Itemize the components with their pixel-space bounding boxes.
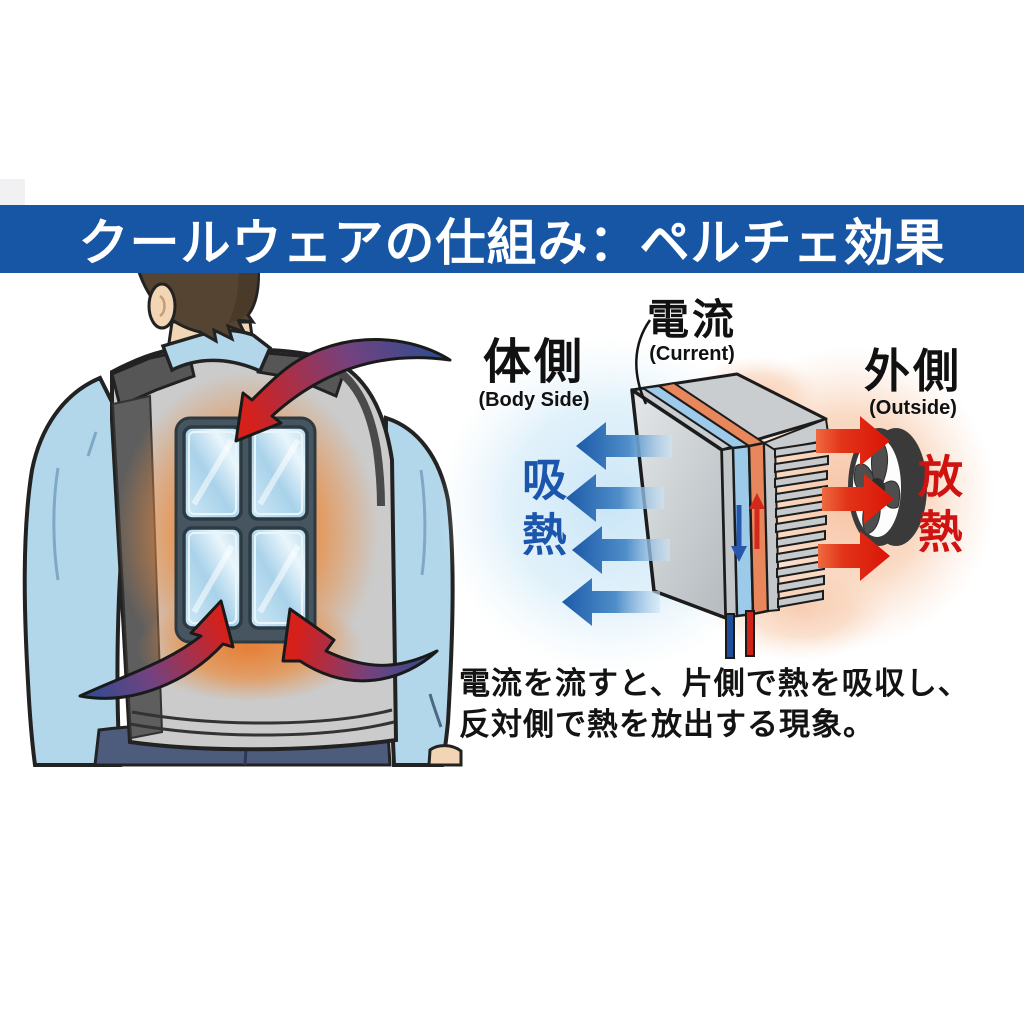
right-hand bbox=[427, 744, 463, 767]
current-arrow-up bbox=[749, 493, 765, 549]
title-banner: クールウェアの仕組み：ペルチェ効果 bbox=[0, 205, 1024, 273]
heat-flow-arrow-top bbox=[234, 338, 452, 443]
current-pointer-line bbox=[635, 319, 652, 405]
label-body-side-en: (Body Side) bbox=[478, 388, 590, 411]
label-outside: 外側 (Outside) bbox=[823, 345, 1003, 420]
heat-release-arrows-icon bbox=[816, 416, 894, 581]
label-current-jp: 電流 bbox=[646, 296, 737, 343]
heat-absorb-arrow bbox=[572, 526, 670, 574]
hair-shadow bbox=[214, 262, 259, 324]
heat-absorb-arrow bbox=[576, 422, 672, 470]
label-current: 電流 (Current) bbox=[602, 298, 782, 366]
wire-red bbox=[745, 610, 755, 657]
person-back-cooling-vest-icon bbox=[22, 260, 463, 767]
page-title: クールウェアの仕組み：ペルチェ効果 bbox=[78, 215, 946, 271]
label-current-en: (Current) bbox=[649, 342, 735, 365]
video-edge-artifact bbox=[0, 179, 25, 205]
label-body-side-jp: 体側 bbox=[482, 336, 585, 389]
label-heat-absorb: 吸熱 bbox=[515, 456, 566, 566]
heat-release-arrow bbox=[822, 474, 894, 524]
label-heat-release: 放熱 bbox=[911, 453, 962, 563]
peltier-cells bbox=[182, 425, 309, 630]
wire-blue bbox=[725, 613, 735, 659]
heatsink-fins-icon bbox=[774, 439, 829, 609]
ear bbox=[147, 282, 177, 330]
heat-absorb-arrow bbox=[562, 578, 660, 626]
heat-flow-arrow-bottom-right bbox=[281, 607, 439, 683]
label-body-side: 体側 (Body Side) bbox=[444, 338, 624, 412]
caption: 電流を流すと、片側で熱を吸収し、 反対側で熱を放出する現象。 bbox=[459, 663, 970, 745]
heat-release-arrow bbox=[816, 416, 890, 466]
heat-release-arrow bbox=[818, 531, 890, 581]
label-outside-en: (Outside) bbox=[869, 396, 957, 419]
label-outside-jp: 外側 bbox=[864, 345, 962, 397]
heat-flow-arrow-bottom-left bbox=[78, 599, 235, 700]
heat-absorb-arrow bbox=[566, 474, 664, 522]
current-arrow-down bbox=[731, 505, 747, 562]
caption-line-2: 反対側で熱を放出する現象。 bbox=[459, 707, 875, 742]
heat-absorb-arrows-icon bbox=[562, 422, 672, 626]
caption-line-1: 電流を流すと、片側で熱を吸収し、 bbox=[459, 666, 970, 701]
peltier-module-3d-icon bbox=[438, 319, 996, 673]
